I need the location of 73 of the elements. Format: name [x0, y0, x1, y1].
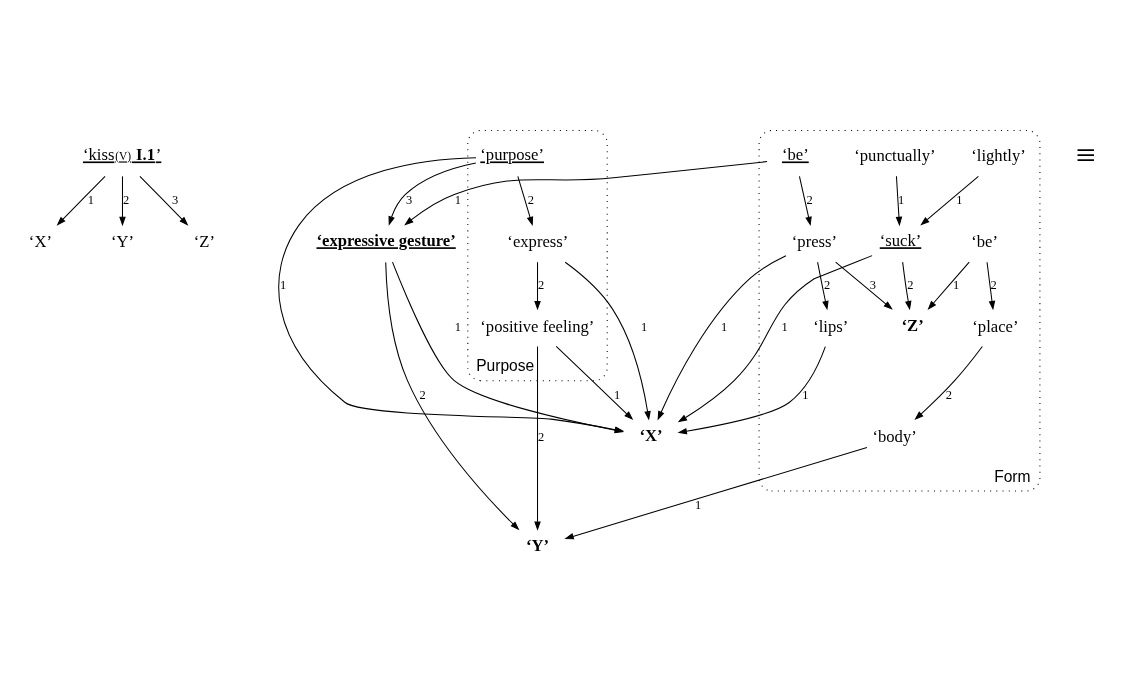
node-text: ‘be’ — [781, 144, 809, 164]
edge-label: 2 — [945, 387, 953, 402]
edge-label: 1 — [721, 319, 728, 334]
arrow — [927, 261, 970, 310]
arrow — [835, 261, 893, 310]
node-text: ‘press’ — [791, 231, 838, 251]
edge-label: 3 — [171, 192, 179, 207]
arrow — [986, 261, 996, 310]
arrow — [564, 261, 651, 420]
node-text: ‘expressive gesture’ — [316, 230, 456, 250]
edge-label: 2 — [527, 192, 534, 207]
node-text: ‘lips’ — [813, 316, 849, 336]
edge-label: 1 — [953, 277, 960, 292]
arrow — [657, 254, 787, 420]
arrow — [677, 254, 873, 422]
label: ≡ — [1075, 134, 1096, 175]
edge-label: 1 — [641, 319, 648, 334]
edge-label: 2 — [419, 387, 426, 402]
arrow — [517, 175, 534, 226]
node-text: ‘Y’ — [526, 535, 550, 555]
edge-label: 2 — [123, 192, 130, 207]
arrow — [404, 160, 768, 225]
arrow — [388, 162, 477, 226]
edge-label: 2 — [806, 192, 813, 207]
edge-label: 2 — [538, 429, 545, 444]
edge-label: 1 — [956, 192, 963, 207]
arrow — [817, 261, 829, 310]
node-text: ‘suck’ — [879, 230, 922, 250]
arrow — [895, 175, 903, 226]
arrow — [56, 175, 106, 226]
node-text: ‘be’ — [971, 231, 999, 251]
node-text: ‘purpose’ — [480, 144, 545, 164]
node-text: ‘positive feeling’ — [480, 316, 595, 336]
node-text: ‘Y’ — [111, 231, 135, 251]
edge-label: 1 — [613, 387, 621, 402]
arrow — [920, 175, 979, 226]
node-text: ‘X’ — [639, 425, 663, 445]
edge-label: 2 — [538, 277, 545, 292]
arrow — [119, 175, 126, 226]
arrow — [902, 261, 912, 310]
node-text: ‘kiss(V) I.1’ — [82, 144, 162, 164]
edge-label: 3 — [869, 277, 877, 292]
arrow — [555, 345, 634, 420]
edge-label: 2 — [907, 277, 914, 292]
node-text: ‘lightly’ — [971, 145, 1026, 165]
edge-label: 2 — [990, 277, 997, 292]
edge-label: 1 — [454, 192, 462, 207]
node-text: ‘punctually’ — [854, 145, 936, 165]
arrow — [139, 175, 189, 226]
edge-label: 1 — [802, 387, 809, 402]
edge-label: 1 — [781, 319, 788, 334]
arrow — [385, 261, 520, 530]
node-text: ‘X’ — [28, 231, 52, 251]
node-text: ‘Z’ — [193, 231, 215, 251]
edge-label: 1 — [454, 319, 462, 334]
node-text: ‘express’ — [507, 231, 569, 251]
edge-label: 1 — [897, 192, 905, 207]
arrow — [278, 156, 625, 433]
node-text: ‘body’ — [872, 426, 917, 446]
edge-label: 2 — [824, 277, 831, 292]
arrow — [677, 345, 826, 434]
edge-label: 1 — [87, 192, 94, 207]
node-text: ‘place’ — [972, 316, 1019, 336]
edge-label: 3 — [405, 192, 413, 207]
arrow — [391, 261, 625, 433]
arrow — [534, 261, 541, 310]
arrow — [564, 446, 868, 539]
arrow — [534, 345, 541, 531]
edge-label: 1 — [695, 497, 702, 512]
arrow — [914, 345, 983, 420]
arrow — [798, 175, 812, 226]
edge-label: 1 — [280, 277, 287, 292]
node-text: ‘Z’ — [901, 315, 924, 335]
